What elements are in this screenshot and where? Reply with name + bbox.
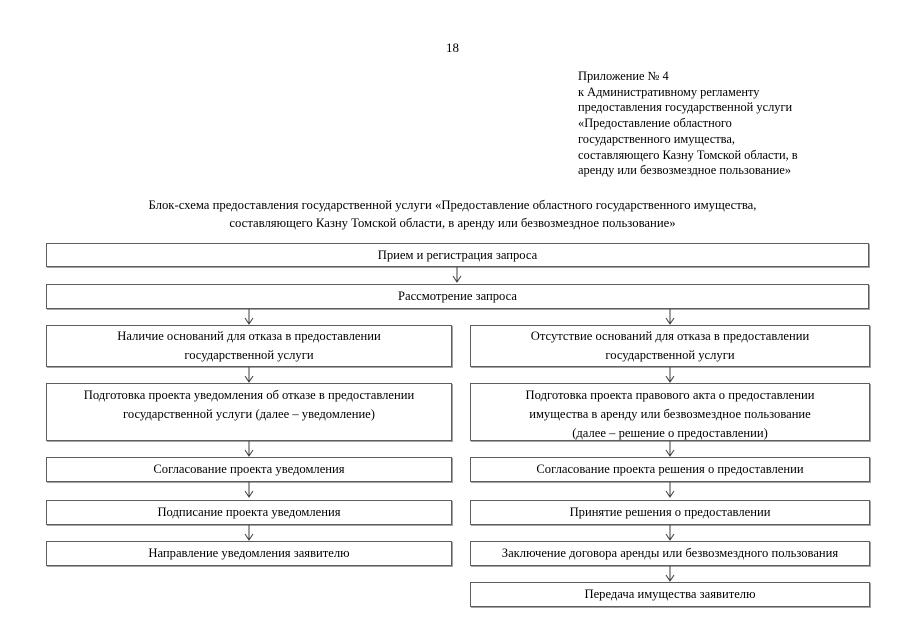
flow-box-notice-approval: Согласование проекта уведомления — [46, 457, 452, 482]
flow-box-label: Отсутствие оснований для отказа в предос… — [530, 329, 810, 362]
arrow-down-icon — [243, 367, 255, 383]
arrow-down-icon — [243, 309, 255, 325]
flow-box-label: Прием и регистрация запроса — [377, 247, 538, 262]
flow-box-label: Направление уведомления заявителю — [148, 546, 350, 560]
arrow-down-icon — [664, 309, 676, 325]
flow-box-request-review: Рассмотрение запроса — [46, 284, 869, 309]
flow-box-label: Принятие решения о предоставлении — [569, 505, 771, 519]
flow-box-legal-act-draft: Подготовка проекта правового акта о пред… — [470, 383, 870, 441]
flow-box-refusal-grounds-present: Наличие оснований для отказа в предостав… — [46, 325, 452, 367]
flow-box-label: Наличие оснований для отказа в предостав… — [117, 329, 381, 362]
arrow-down-icon — [243, 441, 255, 457]
flow-box-decision-adoption: Принятие решения о предоставлении — [470, 500, 870, 525]
arrow-down-icon — [451, 267, 463, 283]
flow-box-notice-sending: Направление уведомления заявителю — [46, 541, 452, 566]
flow-box-notice-signing: Подписание проекта уведомления — [46, 500, 452, 525]
flow-box-label: Согласование проекта уведомления — [153, 462, 345, 476]
flow-box-property-transfer: Передача имущества заявителю — [470, 582, 870, 607]
page-number: 18 — [446, 40, 459, 55]
flow-box-label: Подготовка проекта правового акта о пред… — [525, 388, 815, 440]
arrow-down-icon — [664, 566, 676, 582]
flow-box-notice-draft: Подготовка проекта уведомления об отказе… — [46, 383, 452, 441]
arrow-down-icon — [664, 525, 676, 541]
flow-box-label: Передача имущества заявителю — [584, 587, 756, 601]
flow-box-label: Подготовка проекта уведомления об отказе… — [83, 388, 415, 421]
flow-box-label: Согласование проекта решения о предостав… — [536, 462, 804, 476]
flow-box-contract-conclusion: Заключение договора аренды или безвозмез… — [470, 541, 870, 566]
flow-box-decision-approval: Согласование проекта решения о предостав… — [470, 457, 870, 482]
arrow-down-icon — [243, 525, 255, 541]
flow-box-no-refusal-grounds: Отсутствие оснований для отказа в предос… — [470, 325, 870, 367]
arrow-down-icon — [664, 482, 676, 498]
flow-box-label: Рассмотрение запроса — [397, 289, 517, 303]
flow-box-label: Заключение договора аренды или безвозмез… — [501, 546, 839, 560]
flow-box-label: Подписание проекта уведомления — [157, 505, 341, 519]
arrow-down-icon — [664, 441, 676, 457]
arrow-down-icon — [664, 367, 676, 383]
arrow-down-icon — [243, 482, 255, 498]
flow-box-request-reception: Прием и регистрация запроса — [46, 243, 869, 267]
document-title: Блок-схема предоставления государственно… — [148, 198, 757, 230]
